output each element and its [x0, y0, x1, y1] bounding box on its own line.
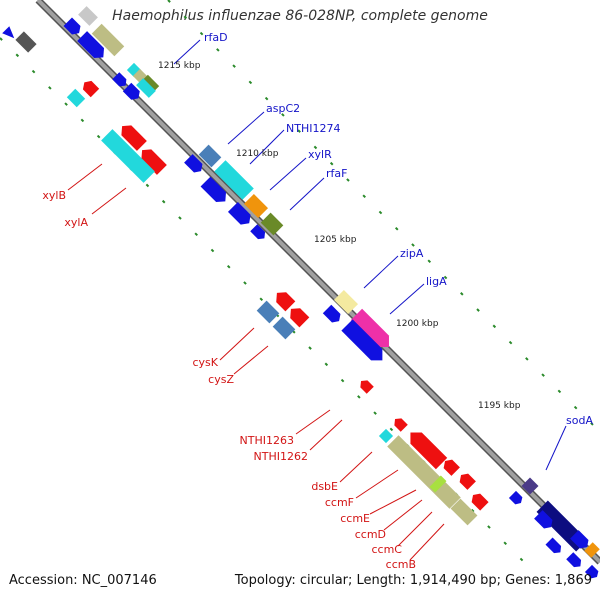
gene-label-ccmD: ccmD — [355, 528, 386, 541]
gene-label-ccmB: ccmB — [386, 558, 416, 571]
accession-label: Accession: NC_007146 — [9, 573, 157, 588]
gene-features — [2, 6, 600, 579]
scale-label: 1195 kbp — [478, 401, 521, 411]
gene-label-xylR: xylR — [308, 148, 332, 161]
scale-labels: 1215 kbp 1210 kbp 1205 kbp 1200 kbp 1195… — [158, 61, 521, 411]
forward-gene-labels: rfaD aspC2 NTHI1274 xylR rfaF zipA ligA … — [204, 31, 593, 427]
topology-label: Topology: circular; Length: 1,914,490 bp… — [234, 573, 592, 588]
gene-label-ccmC: ccmC — [372, 543, 403, 556]
reverse-leader-lines — [67, 163, 445, 561]
forward-leader-lines — [173, 39, 567, 471]
scale-label: 1210 kbp — [236, 149, 279, 159]
gene-label-rfaD: rfaD — [204, 31, 228, 44]
scale-label: 1205 kbp — [314, 235, 357, 245]
gene-label-zipA: zipA — [400, 247, 424, 260]
map-title: Haemophilus influenzae 86-028NP, complet… — [112, 8, 488, 24]
gene-label-sodA: sodA — [566, 414, 593, 427]
gene-label-cysK: cysK — [192, 356, 218, 369]
gene-label-xylA: xylA — [64, 216, 88, 229]
scale-label: 1215 kbp — [158, 61, 201, 71]
gene-feature — [15, 31, 37, 53]
gene-label-ccmF: ccmF — [325, 496, 354, 509]
gene-label-NTHI1274: NTHI1274 — [286, 122, 340, 135]
gene-label-cysZ: cysZ — [208, 373, 234, 386]
gene-label-NTHI1263: NTHI1263 — [240, 434, 294, 447]
scale-label: 1200 kbp — [396, 319, 439, 329]
gene-label-rfaF: rfaF — [326, 167, 347, 180]
gene-label-dsbE: dsbE — [311, 480, 338, 493]
gene-label-ligA: ligA — [426, 275, 447, 288]
gene-label-aspC2: aspC2 — [266, 102, 300, 115]
gene-label-NTHI1262: NTHI1262 — [254, 450, 308, 463]
gene-label-ccmE: ccmE — [340, 512, 370, 525]
reverse-gene-labels: xylB xylA cysK cysZ NTHI1263 NTHI1262 ds… — [42, 189, 416, 571]
gene-label-xylB: xylB — [42, 189, 66, 202]
